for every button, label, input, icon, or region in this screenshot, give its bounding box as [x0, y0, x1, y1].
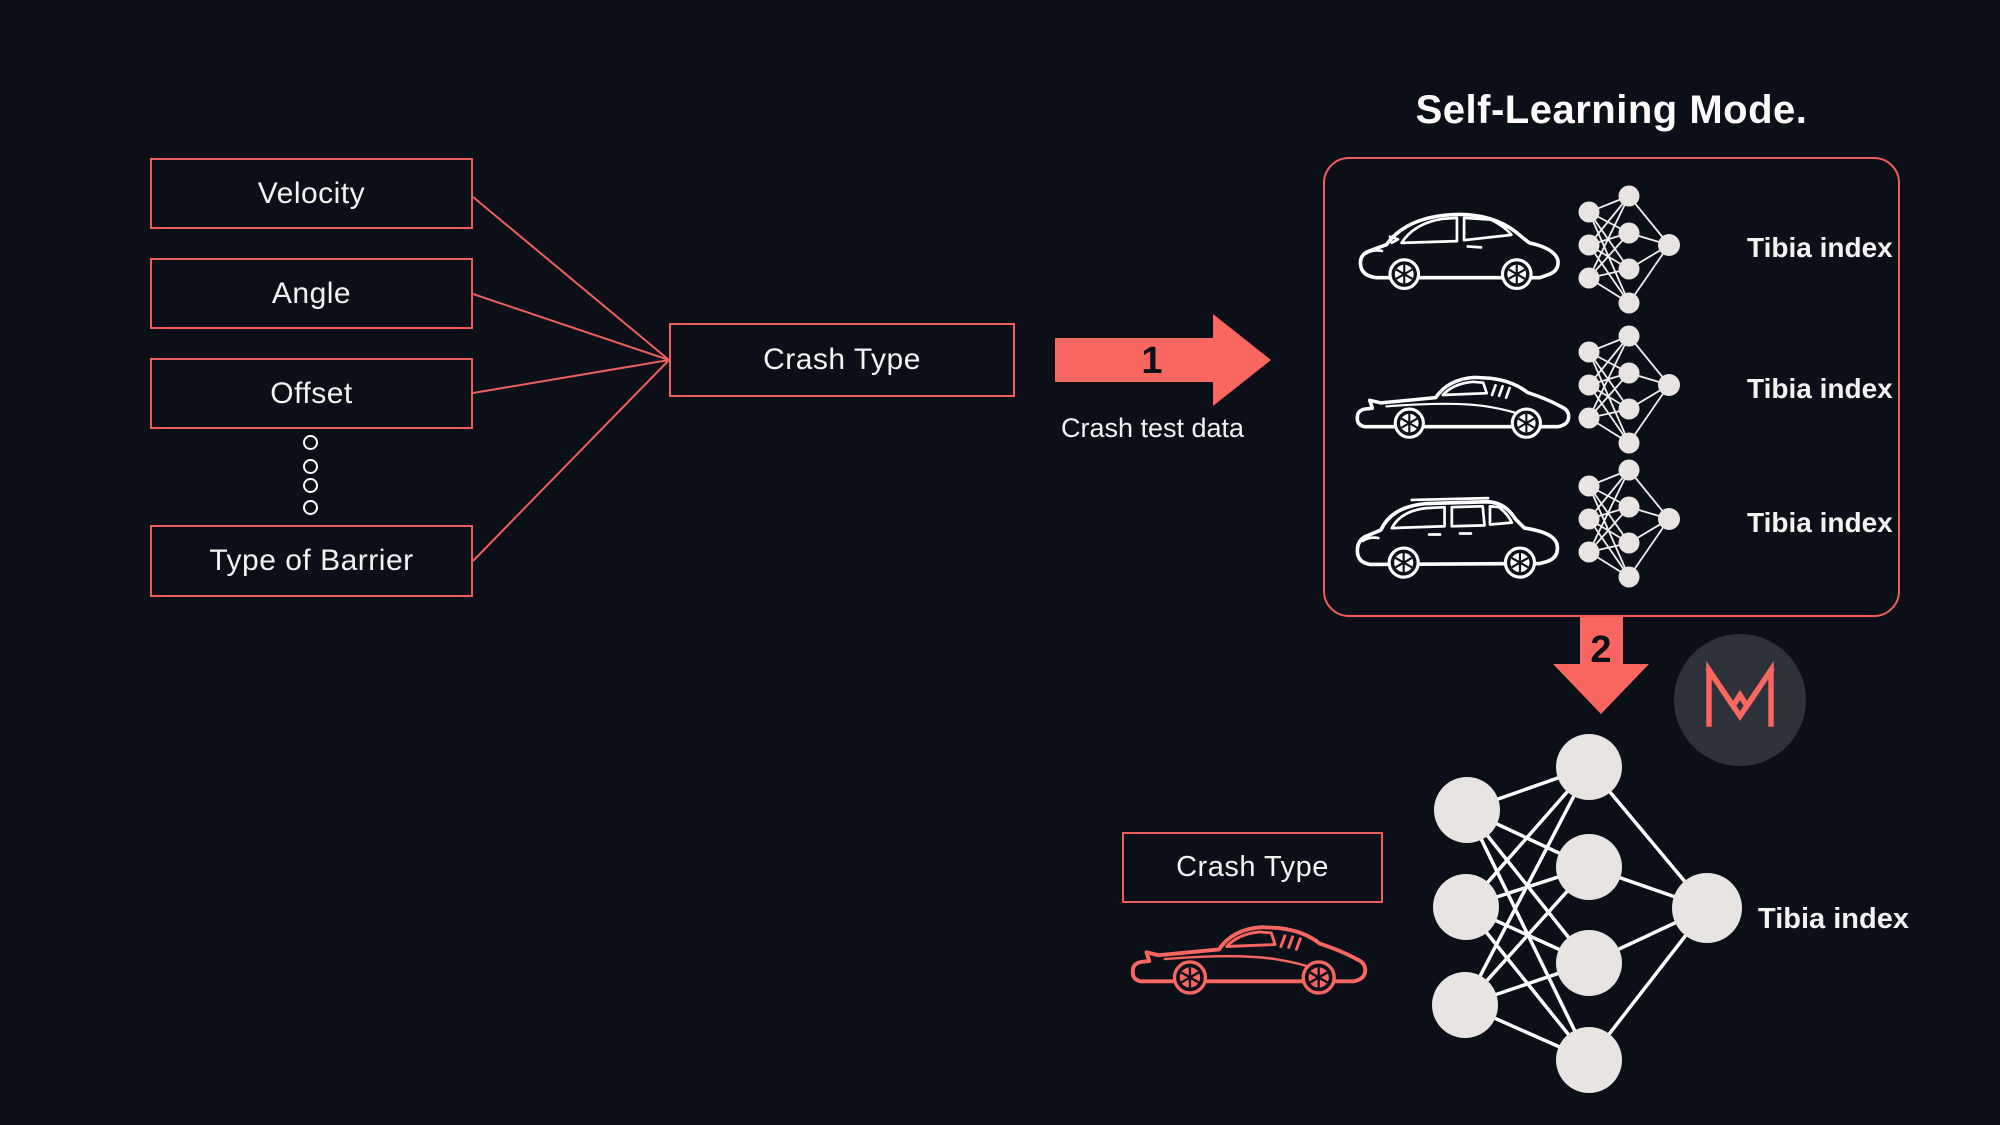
step-2-arrow-icon [1553, 617, 1649, 714]
crash-type-label: Crash Type [763, 343, 921, 376]
ellipsis-dot [303, 500, 318, 515]
input-box-angle: Angle [150, 258, 473, 329]
row-output-label: Tibia index [1747, 507, 1893, 538]
neural-network-icon [1577, 184, 1681, 316]
hatchback-car-icon [1353, 192, 1568, 292]
step-2-number: 2 [1590, 629, 1611, 671]
connector-lines [472, 196, 670, 562]
input-box-offset: Offset [150, 358, 473, 429]
neural-network-icon [1577, 458, 1681, 590]
step-1-caption: Crash test data [1060, 413, 1245, 443]
page-title: Self-Learning Mode. [1415, 88, 1808, 132]
self-learning-panel: Tibia index Tibia index Tibia index [1323, 157, 1900, 617]
prediction-muscle-car-icon [1128, 898, 1370, 995]
suv-car-icon [1351, 477, 1569, 581]
input-box-type-of-barrier: Type of Barrier [150, 525, 473, 597]
step-1-number: 1 [1141, 340, 1162, 382]
neural-network-icon [1577, 324, 1681, 456]
input-label: Angle [271, 276, 352, 310]
prediction-crash-type-box: Crash Type [1122, 832, 1383, 903]
output-neural-network-icon [1432, 734, 1742, 1093]
input-label: Velocity [257, 176, 366, 210]
input-box-velocity: Velocity [150, 158, 473, 229]
ellipsis-dot [303, 435, 318, 450]
input-label: Offset [270, 376, 353, 410]
ellipsis-dot [303, 459, 318, 474]
crash-type-label: Crash Type [1176, 851, 1329, 883]
step-1-arrow-icon [1055, 314, 1271, 406]
monolith-logo-icon [1674, 634, 1806, 766]
input-label: Type of Barrier [209, 544, 414, 577]
prediction-output-label: Tibia index [1758, 903, 1909, 935]
crash-type-box: Crash Type [669, 323, 1015, 397]
row-output-label: Tibia index [1747, 373, 1893, 404]
row-output-label: Tibia index [1747, 232, 1893, 263]
ellipsis-dot [303, 478, 318, 493]
muscle-car-icon [1353, 351, 1573, 439]
